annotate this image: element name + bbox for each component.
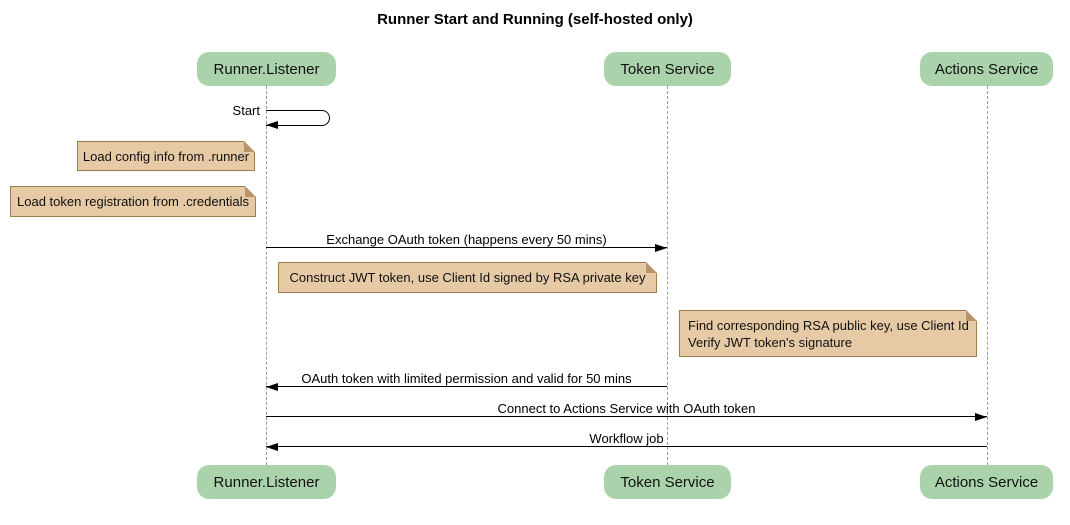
- lifeline-actions-service: [986, 86, 988, 465]
- note-text: Load config info from .runner: [82, 148, 250, 164]
- message-line: [266, 446, 987, 447]
- participant-label: Token Service: [620, 60, 715, 78]
- note-load-token-registration: Load token registration from .credential…: [10, 186, 256, 217]
- note-load-config: Load config info from .runner: [77, 141, 255, 171]
- participant-label: Token Service: [620, 473, 715, 491]
- participant-runner-listener-bottom: Runner.Listener: [197, 465, 336, 499]
- message-start-label: Start: [232, 103, 260, 118]
- message-line: [266, 247, 667, 248]
- note-construct-jwt: Construct JWT token, use Client Id signe…: [278, 262, 657, 293]
- participant-label: Actions Service: [934, 60, 1039, 78]
- participant-label: Runner.Listener: [213, 60, 320, 78]
- arrowhead-left-icon: [266, 120, 278, 129]
- arrowhead-left-icon: [266, 382, 278, 391]
- arrowhead-right-icon: [975, 412, 987, 421]
- arrowhead-left-icon: [266, 442, 278, 451]
- participant-token-service-bottom: Token Service: [604, 465, 731, 499]
- participant-label: Actions Service: [934, 473, 1039, 491]
- participant-actions-service-top: Actions Service: [920, 52, 1053, 86]
- note-fold-icon: [245, 186, 256, 197]
- participant-label: Runner.Listener: [213, 473, 320, 491]
- diagram-title: Runner Start and Running (self-hosted on…: [377, 11, 693, 28]
- self-message-loop: [266, 110, 330, 126]
- arrowhead-right-icon: [655, 243, 667, 252]
- note-fold-icon: [646, 262, 657, 273]
- note-text-line1: Find corresponding RSA public key, use C…: [688, 317, 969, 333]
- lifeline-token-service: [666, 86, 668, 465]
- message-oauth-token-label: OAuth token with limited permission and …: [301, 371, 632, 386]
- message-line: [266, 416, 987, 417]
- message-connect-actions-label: Connect to Actions Service with OAuth to…: [497, 401, 756, 416]
- participant-token-service-top: Token Service: [604, 52, 731, 86]
- note-text-line2: Verify JWT token's signature: [688, 334, 853, 350]
- message-exchange-oauth-label: Exchange OAuth token (happens every 50 m…: [326, 232, 607, 247]
- note-fold-icon: [244, 141, 255, 152]
- note-text: Load token registration from .credential…: [17, 194, 249, 209]
- note-fold-icon: [966, 310, 977, 321]
- message-workflow-job-label: Workflow job: [589, 431, 664, 446]
- participant-runner-listener-top: Runner.Listener: [197, 52, 336, 86]
- lifeline-runner-listener: [265, 86, 267, 465]
- participant-actions-service-bottom: Actions Service: [920, 465, 1053, 499]
- note-text: Construct JWT token, use Client Id signe…: [289, 270, 646, 285]
- message-line: [266, 386, 667, 387]
- note-verify-jwt: Find corresponding RSA public key, use C…: [679, 310, 977, 357]
